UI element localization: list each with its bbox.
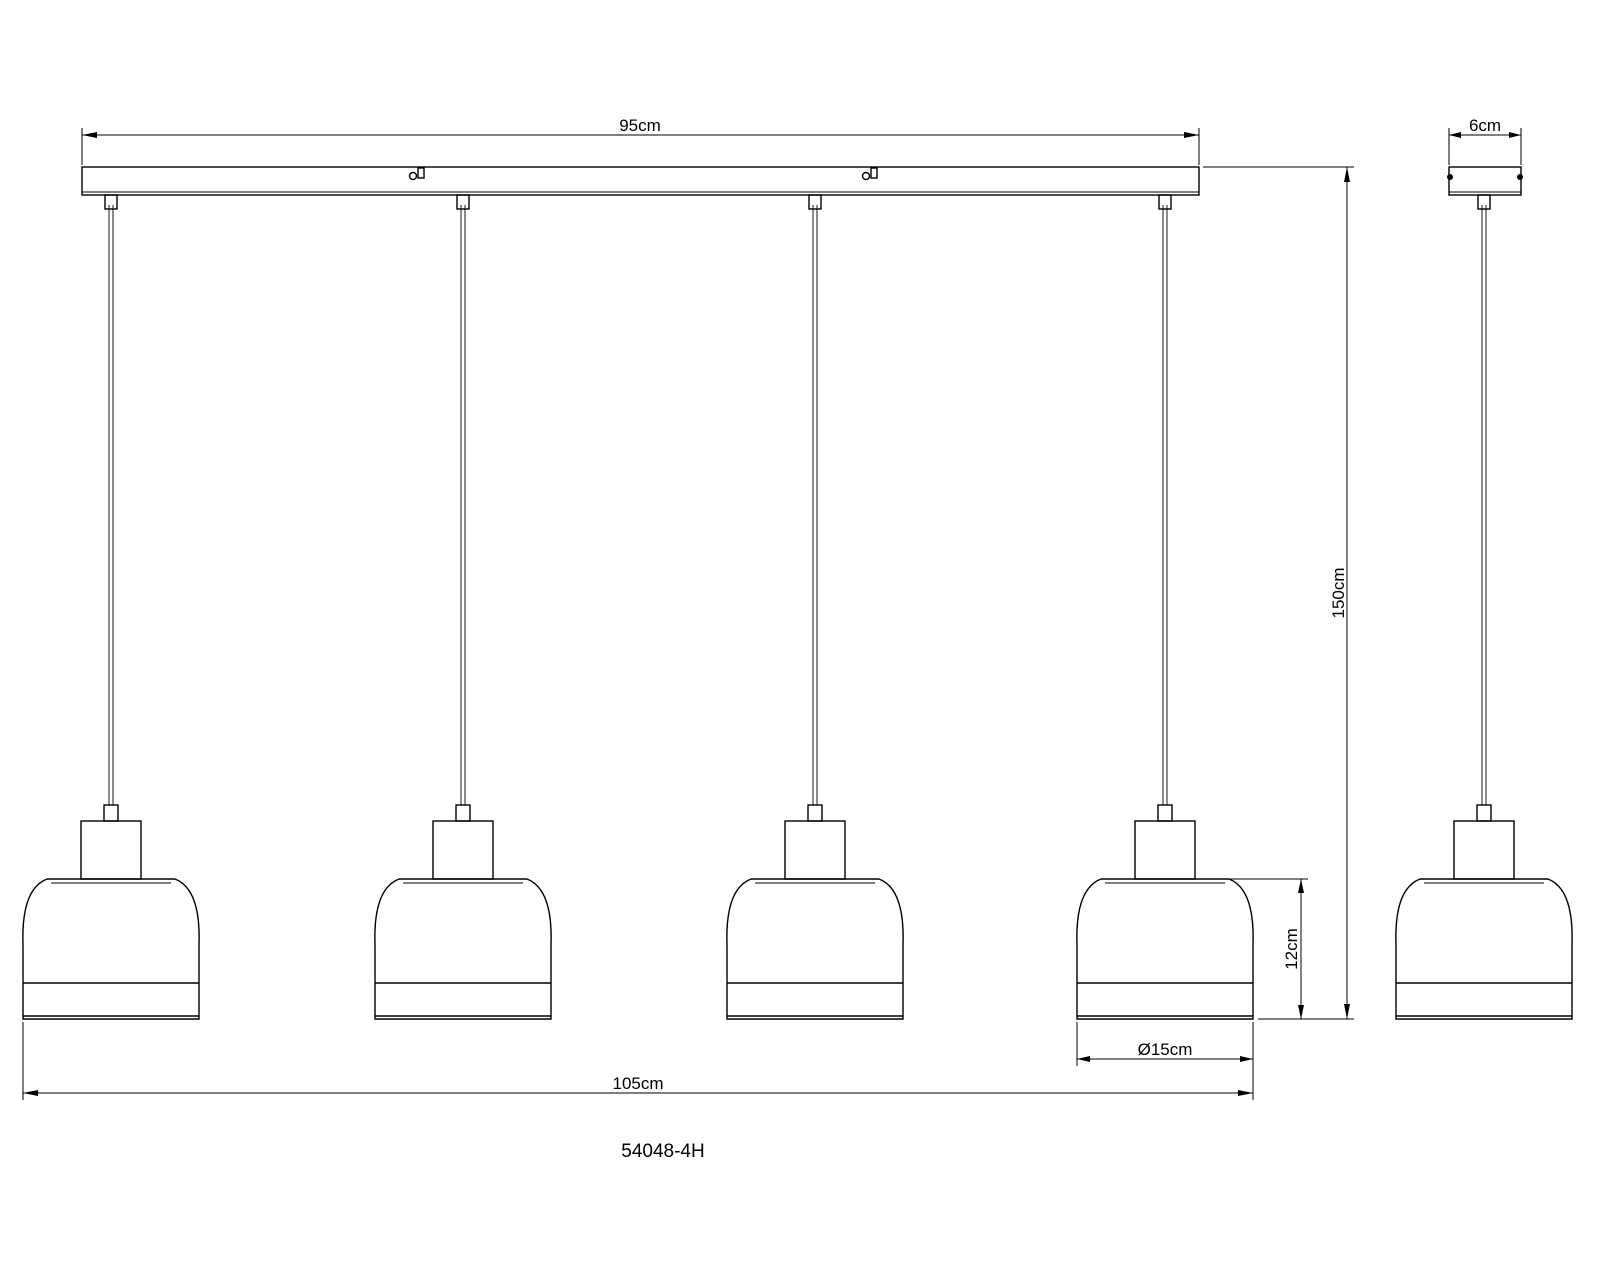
height-label: 150cm	[1329, 567, 1348, 618]
pendant-1	[22, 194, 200, 1020]
pendant-4	[1076, 194, 1254, 1020]
shade-diameter-label: Ø15cm	[1138, 1040, 1193, 1059]
side-view-canopy	[1447, 166, 1523, 196]
mounting-bracket-right	[861, 167, 878, 181]
model-code: 54048-4H	[621, 1141, 704, 1162]
dimension-canopy-depth: 6cm	[1448, 116, 1522, 165]
canopy-bar	[81, 166, 1200, 196]
mounting-bracket-left	[408, 167, 425, 181]
dimension-shade-height: 12cm	[1229, 878, 1308, 1019]
total-width-label: 105cm	[612, 1074, 663, 1093]
pendant-3	[726, 194, 904, 1020]
dimension-total-height: 150cm	[1203, 166, 1354, 1020]
dimension-total-width: 105cm	[22, 1022, 1254, 1100]
dimension-canopy-width: 95cm	[81, 116, 1200, 165]
pendant-2	[374, 194, 552, 1020]
shade-height-label: 12cm	[1282, 928, 1301, 970]
canopy-width-label: 95cm	[619, 116, 661, 135]
side-view-pendant	[1395, 194, 1573, 1020]
canopy-depth-label: 6cm	[1469, 116, 1501, 135]
dimension-shade-diameter: Ø15cm	[1076, 1022, 1254, 1066]
